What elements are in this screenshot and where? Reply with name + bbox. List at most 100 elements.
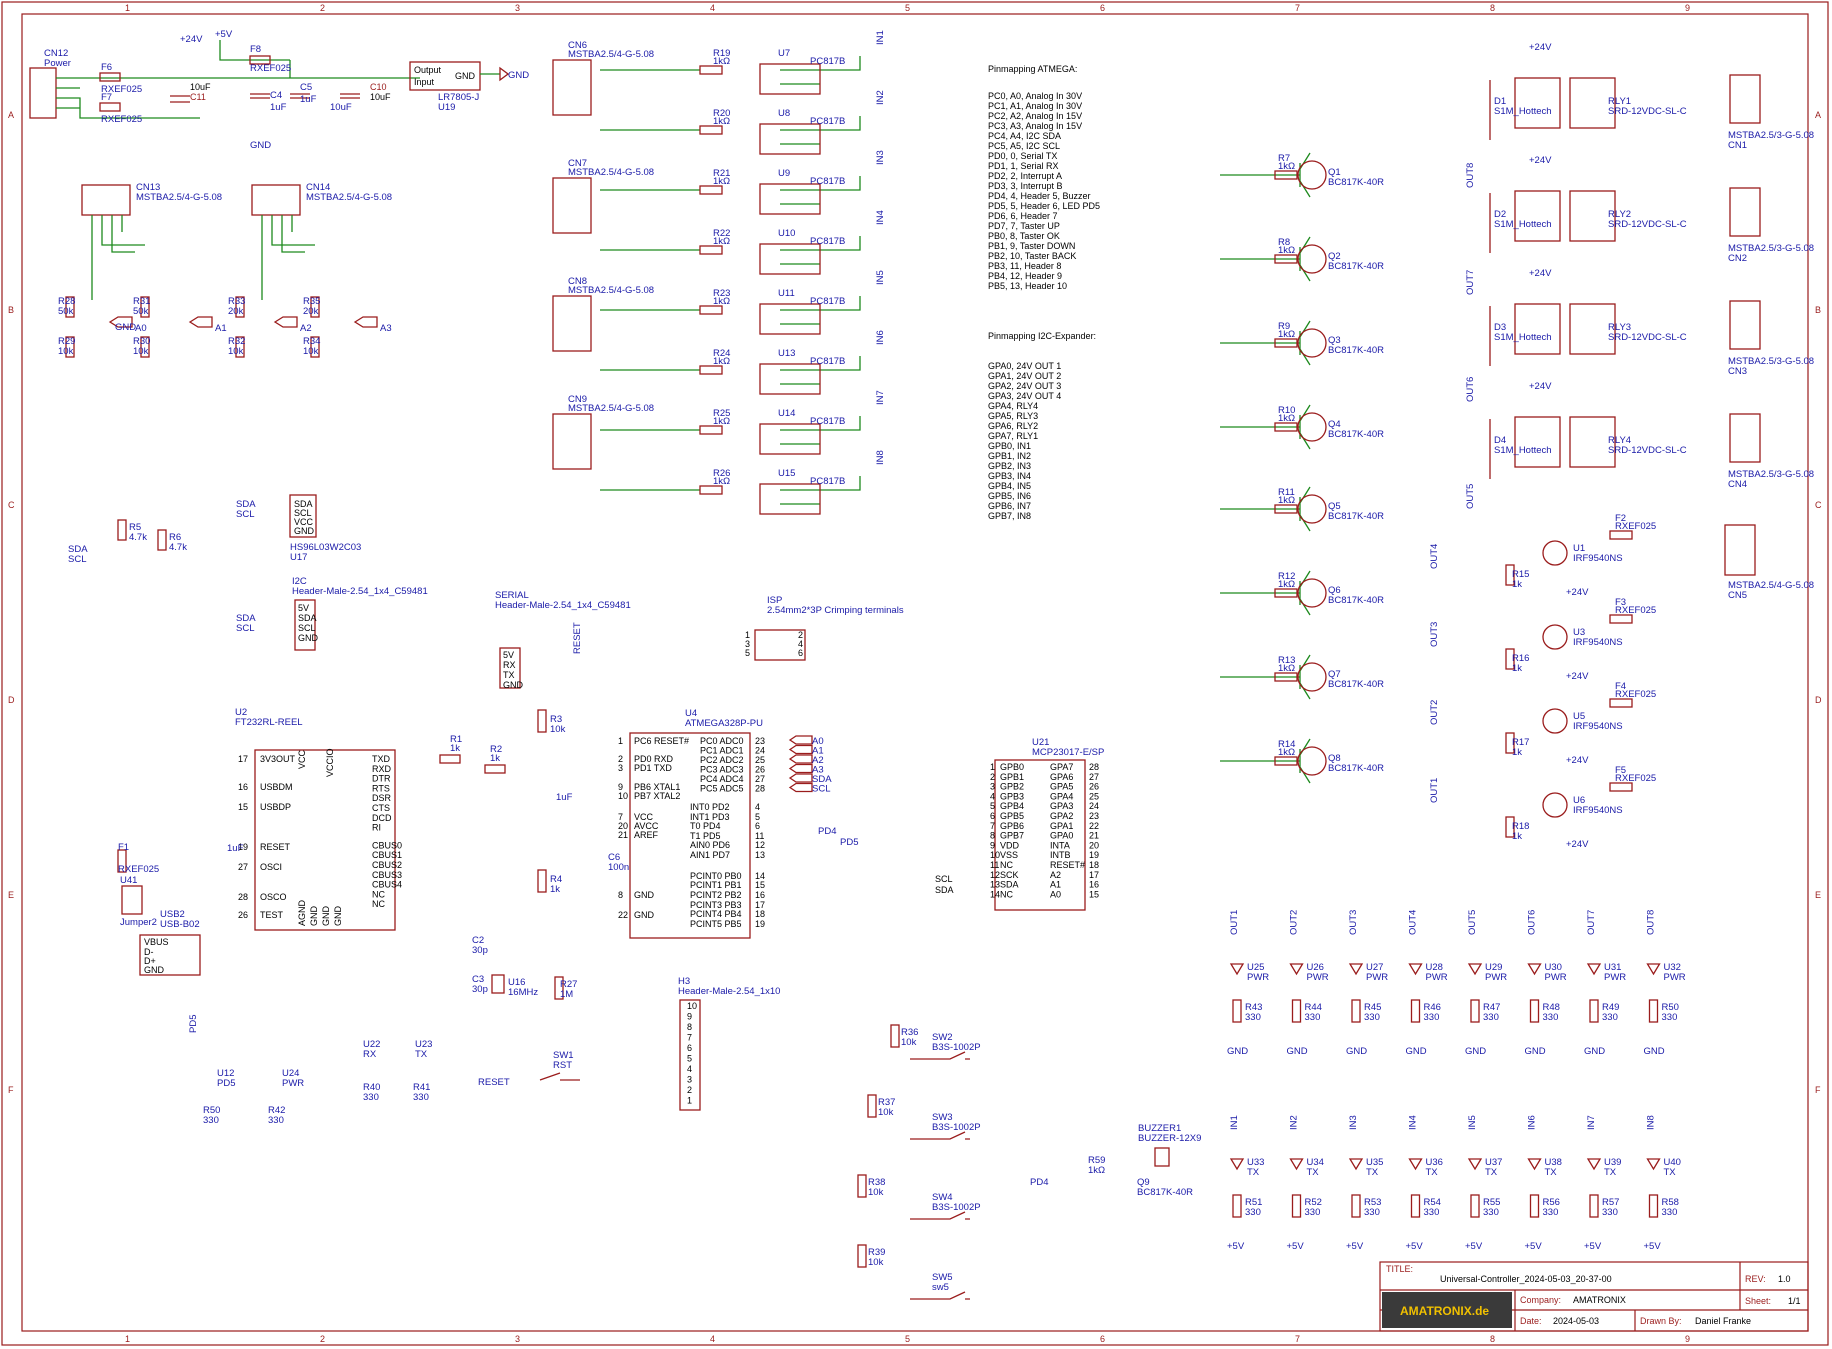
r2-resistor[interactable] [484,764,506,774]
u13-optocoupler[interactable] [759,363,821,395]
led-u33[interactable] [1229,1158,1245,1171]
r33-resistor[interactable] [235,296,245,318]
led-u32[interactable] [1646,963,1661,976]
relay-coil-4[interactable] [1514,416,1561,468]
led-u31[interactable] [1586,963,1602,976]
r5-resistor[interactable] [117,519,127,541]
r57-resistor[interactable] [1589,1194,1599,1218]
q1-transistor[interactable] [1297,160,1327,190]
cn9-connector[interactable] [552,413,592,470]
r45-resistor[interactable] [1351,999,1361,1023]
u10-optocoupler[interactable] [759,243,821,275]
u41-jumper[interactable] [121,885,143,915]
led-u40[interactable] [1646,1158,1661,1171]
r9-resistor[interactable] [1274,338,1298,348]
led-u35[interactable] [1348,1158,1364,1171]
led-u29[interactable] [1467,963,1483,976]
r6-resistor[interactable] [157,529,167,551]
led-u38[interactable] [1527,1158,1542,1171]
r4-resistor[interactable] [537,869,547,893]
led-u25[interactable] [1229,963,1245,976]
u3-mosfet[interactable] [1542,624,1568,650]
f4-fuse[interactable] [1609,698,1633,708]
i2c-header[interactable] [294,599,316,651]
r31-resistor[interactable] [140,296,150,318]
led-u34[interactable] [1289,1158,1304,1171]
cn13-connector[interactable] [81,184,131,216]
r32-resistor[interactable] [235,336,245,358]
r52-resistor[interactable] [1291,1194,1302,1218]
r49-resistor[interactable] [1589,999,1599,1023]
sw2-button[interactable] [910,1051,970,1060]
r28-resistor[interactable] [65,296,75,318]
sw1-button[interactable] [539,1072,580,1081]
relay-coil-2[interactable] [1514,190,1561,242]
r54-resistor[interactable] [1410,1194,1421,1218]
u14-optocoupler[interactable] [759,423,821,455]
r35-resistor[interactable] [310,296,320,318]
serial-header[interactable] [499,647,521,689]
u17-display[interactable] [289,494,317,538]
r30-resistor[interactable] [140,336,150,358]
r20-resistor[interactable] [699,125,723,135]
q3-transistor[interactable] [1297,328,1327,358]
u7-optocoupler[interactable] [759,63,821,95]
f1-fuse[interactable] [117,849,127,873]
u1-mosfet[interactable] [1542,540,1568,566]
cn1-connector[interactable] [1729,74,1761,124]
f7-fuse[interactable] [99,102,121,112]
q7-transistor[interactable] [1297,662,1327,692]
r12-resistor[interactable] [1274,588,1298,598]
r1-resistor[interactable] [439,754,461,764]
r26-resistor[interactable] [699,485,723,495]
u16-crystal[interactable] [491,974,505,994]
led-u26[interactable] [1289,963,1304,976]
r56-resistor[interactable] [1529,1194,1540,1218]
r37-resistor[interactable] [867,1094,877,1118]
r38-resistor[interactable] [857,1174,867,1198]
isp-header[interactable] [754,629,806,661]
cn8-connector[interactable] [552,295,592,352]
r46-resistor[interactable] [1410,999,1421,1023]
rly2-relay[interactable] [1569,190,1616,242]
r23-resistor[interactable] [699,305,723,315]
r58-resistor[interactable] [1648,1194,1659,1218]
cn6-connector[interactable] [552,59,592,116]
cn14-connector[interactable] [251,184,301,216]
f3-fuse[interactable] [1609,614,1633,624]
r50-resistor[interactable] [1648,999,1659,1023]
u9-optocoupler[interactable] [759,183,821,215]
r34-resistor[interactable] [310,336,320,358]
r44-resistor[interactable] [1291,999,1302,1023]
f2-fuse[interactable] [1609,530,1633,540]
u5-mosfet[interactable] [1542,708,1568,734]
r24-resistor[interactable] [699,365,723,375]
cn4-connector[interactable] [1729,413,1761,463]
u8-optocoupler[interactable] [759,123,821,155]
cn2-connector[interactable] [1729,187,1761,237]
f8-fuse[interactable] [249,55,271,65]
r13-resistor[interactable] [1274,672,1298,682]
r55-resistor[interactable] [1470,1194,1480,1218]
u15-optocoupler[interactable] [759,483,821,515]
led-u30[interactable] [1527,963,1542,976]
usb2-connector[interactable] [139,934,201,976]
sw5-button[interactable] [910,1291,970,1300]
r22-resistor[interactable] [699,245,723,255]
sw4-button[interactable] [910,1211,970,1220]
r48-resistor[interactable] [1529,999,1540,1023]
rly3-relay[interactable] [1569,303,1616,355]
r43-resistor[interactable] [1232,999,1242,1023]
cn12-connector[interactable] [29,67,57,119]
r36-resistor[interactable] [890,1024,900,1048]
q2-transistor[interactable] [1297,244,1327,274]
r8-resistor[interactable] [1274,254,1298,264]
r29-resistor[interactable] [65,336,75,358]
r19-resistor[interactable] [699,65,723,75]
sw3-button[interactable] [910,1131,970,1140]
r15-resistor[interactable] [1505,564,1515,586]
q8-transistor[interactable] [1297,746,1327,776]
u2-ft232[interactable] [254,749,396,931]
q4-transistor[interactable] [1297,412,1327,442]
r18-resistor[interactable] [1505,816,1515,838]
